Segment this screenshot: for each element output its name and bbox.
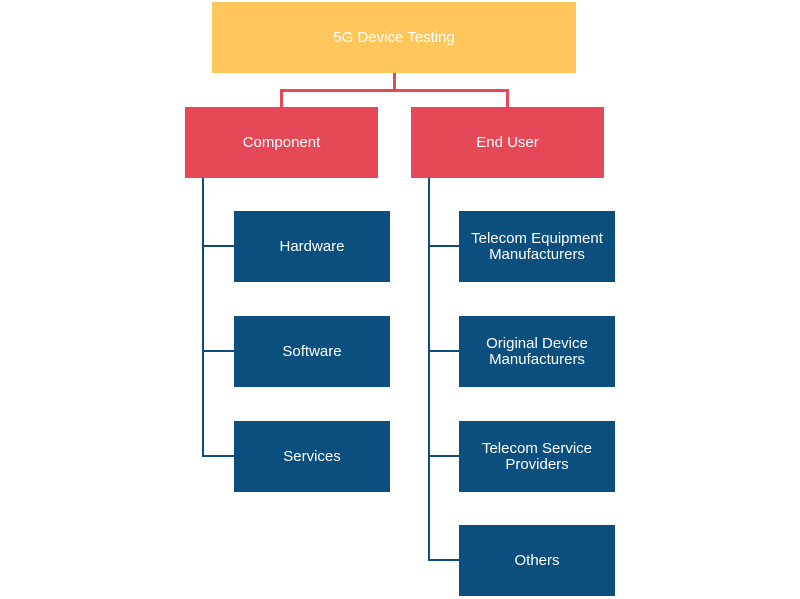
leaf-others-label: Others [514, 551, 560, 569]
connector-component-drop [280, 89, 283, 107]
category-end-user-label: End User [476, 133, 539, 151]
connector-enduser-trunk [428, 178, 430, 561]
connector-services [202, 455, 234, 457]
leaf-hardware-label: Hardware [279, 237, 345, 255]
connector-root-bar [280, 89, 509, 92]
connector-root-stem [393, 73, 396, 91]
leaf-telecom-service-providers: Telecom Service Providers [459, 421, 615, 492]
leaf-others: Others [459, 525, 615, 596]
connector-original-device [428, 350, 460, 352]
category-component-label: Component [242, 133, 321, 151]
leaf-telecom-equipment-manufacturers: Telecom Equipment Manufacturers [459, 211, 615, 282]
connector-hardware [202, 245, 234, 247]
leaf-services-label: Services [283, 447, 341, 465]
category-component: Component [185, 107, 378, 178]
connector-component-trunk [202, 178, 204, 457]
leaf-software-label: Software [282, 342, 342, 360]
category-end-user: End User [411, 107, 604, 178]
leaf-original-device-manufacturers-label: Original Device Manufacturers [486, 334, 588, 368]
leaf-telecom-service-providers-label: Telecom Service Providers [481, 439, 593, 473]
leaf-hardware: Hardware [234, 211, 390, 282]
root-label: 5G Device Testing [333, 28, 455, 46]
leaf-services: Services [234, 421, 390, 492]
connector-software [202, 350, 234, 352]
leaf-original-device-manufacturers: Original Device Manufacturers [459, 316, 615, 387]
connector-telecom-equipment [428, 245, 460, 247]
root-node: 5G Device Testing [212, 2, 576, 73]
connector-others [428, 559, 460, 561]
connector-telecom-service [428, 455, 460, 457]
leaf-software: Software [234, 316, 390, 387]
connector-enduser-drop [506, 89, 509, 107]
leaf-telecom-equipment-manufacturers-label: Telecom Equipment Manufacturers [471, 229, 603, 263]
